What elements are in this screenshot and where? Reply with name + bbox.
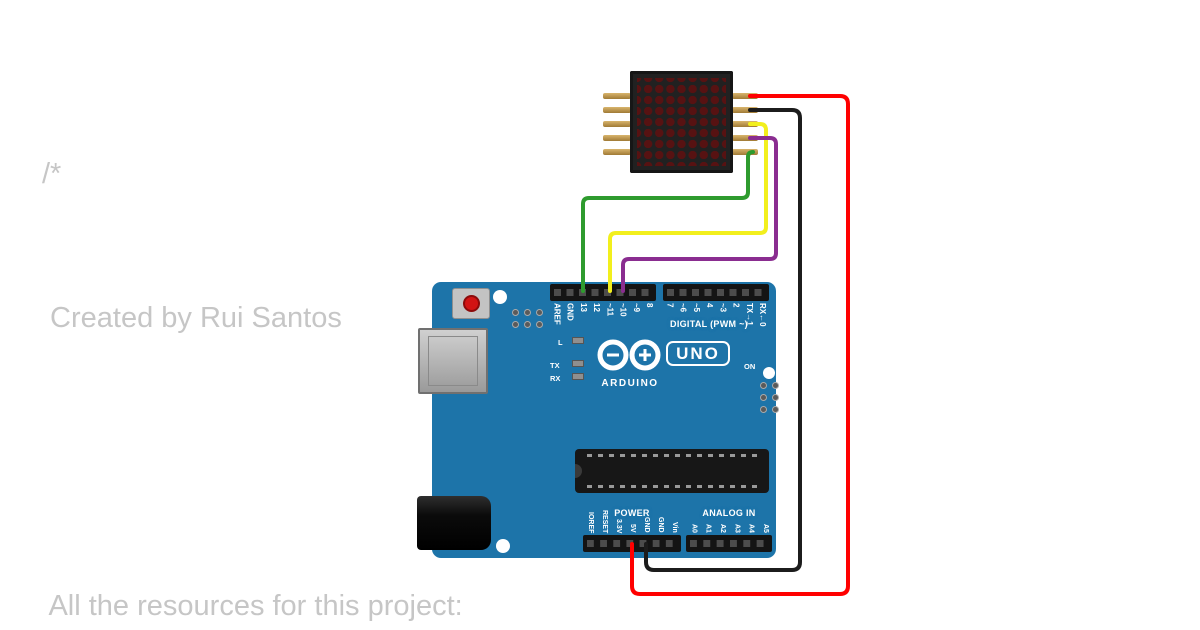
arduino-uno-board[interactable]: AREF GND 13 12 ~11 ~10 ~9 8 7 ~6 ~5 4 ~3…: [417, 282, 779, 558]
icsp-pin: [772, 382, 779, 389]
icsp-pin: [536, 309, 543, 316]
pin-label-11: ~11: [605, 303, 615, 317]
pin-label-gnd1: GND: [643, 517, 650, 533]
led-matrix-8x8[interactable]: [600, 70, 760, 175]
matrix-pin[interactable]: [603, 121, 631, 127]
mounting-hole: [763, 367, 775, 379]
icsp-pin: [536, 321, 543, 328]
pin-label-a3: A3: [733, 524, 741, 533]
on-label: ON: [744, 362, 756, 371]
pin-label-a5: A5: [761, 524, 769, 533]
icsp-pin: [772, 394, 779, 401]
pin-label-12: 12: [592, 303, 601, 312]
matrix-pin[interactable]: [603, 107, 631, 113]
pin-label-13: 13: [578, 303, 588, 312]
code-background: /* Created by Rui Santos All the resourc…: [42, 54, 463, 630]
matrix-pin[interactable]: [603, 149, 631, 155]
pin-label-8: 8: [645, 303, 654, 308]
pin-label-a2: A2: [718, 524, 726, 533]
analog-header[interactable]: [686, 535, 772, 552]
digital-caption: DIGITAL (PWM ~): [670, 319, 748, 329]
matrix-body: [630, 71, 733, 173]
pin-label-a4: A4: [747, 524, 755, 533]
code-line: Created by Rui Santos: [42, 302, 342, 334]
icsp-pin: [512, 309, 519, 316]
pin-label-aref: AREF: [552, 303, 562, 325]
microcontroller-chip[interactable]: [575, 449, 769, 493]
led-l: [572, 337, 584, 344]
digital-header-left[interactable]: [550, 284, 656, 301]
led-tx-label: TX: [550, 361, 560, 370]
power-caption: POWER: [614, 508, 650, 518]
matrix-pin[interactable]: [603, 93, 631, 99]
pin-label-9: ~9: [631, 303, 641, 313]
pin-label-4: 4: [705, 303, 714, 308]
icsp-pin: [760, 406, 767, 413]
icsp-pin: [524, 309, 531, 316]
matrix-pin[interactable]: [603, 135, 631, 141]
pin-label-3v3: 3.3V: [615, 518, 622, 533]
pin-label-a0: A0: [690, 524, 698, 533]
icsp-pin: [760, 394, 767, 401]
matrix-led-grid: [637, 78, 726, 166]
uno-model-badge: UNO: [666, 341, 730, 366]
reset-button-housing: [452, 288, 490, 319]
pin-label-ioref: IOREF: [587, 511, 594, 533]
digital-header-right[interactable]: [663, 284, 769, 301]
pin-label-5v: 5V: [629, 524, 636, 533]
matrix-pin[interactable]: [732, 107, 758, 113]
pin-label-reset: RESET: [601, 509, 608, 533]
pin-label-10: ~10: [618, 303, 628, 317]
pin-label-a1: A1: [704, 524, 712, 533]
icsp-pin: [772, 406, 779, 413]
matrix-pin[interactable]: [732, 135, 758, 141]
icsp-header[interactable]: [512, 309, 543, 328]
usb-connector: [418, 328, 488, 394]
code-line: [42, 438, 463, 486]
analog-caption: ANALOG IN: [702, 508, 756, 518]
pin-label-3: ~3: [718, 303, 728, 313]
icsp-pin: [524, 321, 531, 328]
led-tx: [572, 360, 584, 367]
code-line: /*: [42, 158, 62, 190]
pin-label-2: 2: [731, 303, 741, 308]
matrix-pin[interactable]: [732, 93, 758, 99]
chip-notch: [575, 464, 582, 478]
icsp-header-2[interactable]: [760, 382, 779, 413]
arduino-infinity-logo-icon: [597, 339, 661, 371]
mounting-hole: [493, 290, 507, 304]
mounting-hole: [496, 539, 510, 553]
icsp-pin: [760, 382, 767, 389]
pin-label-7: 7: [665, 303, 675, 308]
arduino-wordmark: ARDUINO: [601, 378, 659, 389]
led-l-label: L: [558, 338, 563, 347]
matrix-pin[interactable]: [732, 149, 758, 155]
matrix-pin[interactable]: [732, 121, 758, 127]
pin-label-6: ~6: [678, 303, 688, 313]
pin-label-5: ~5: [691, 303, 701, 313]
pin-label-gnd: GND: [565, 303, 575, 321]
power-header[interactable]: [583, 535, 681, 552]
code-line: All the resources for this project:: [42, 590, 463, 622]
led-rx-label: RX: [550, 374, 561, 383]
pin-label-vin: Vin: [671, 522, 678, 533]
power-jack: [417, 496, 491, 550]
led-rx: [572, 373, 584, 380]
icsp-pin: [512, 321, 519, 328]
reset-button[interactable]: [462, 295, 480, 312]
pin-label-gnd2: GND: [657, 517, 664, 533]
